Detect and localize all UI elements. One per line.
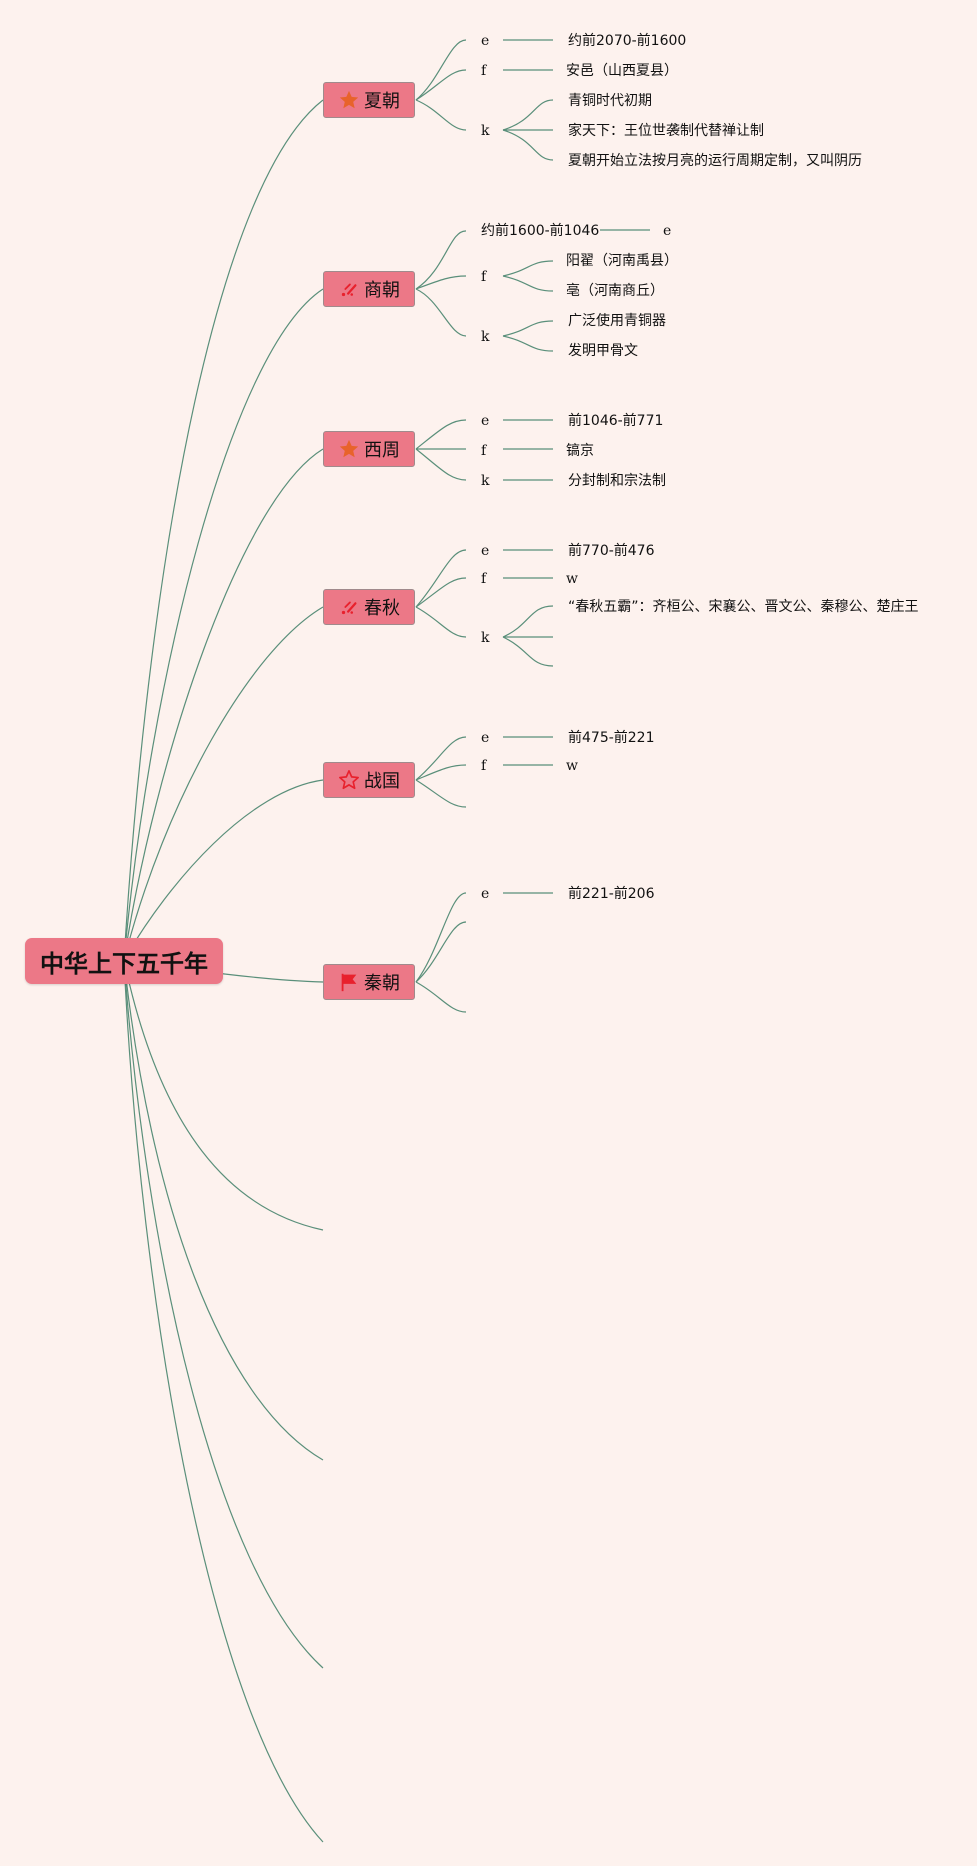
topic-xizhou[interactable]: 西周: [323, 431, 415, 467]
xia-k-value-3[interactable]: 夏朝开始立法按月亮的运行周期定制，又叫阴历: [568, 153, 862, 169]
chunqiu-e-key[interactable]: e: [481, 543, 490, 559]
shang-f-key[interactable]: f: [481, 269, 487, 285]
topic-shang[interactable]: 商朝: [323, 271, 415, 307]
shang-k-value-1[interactable]: 广泛使用青铜器: [568, 313, 666, 329]
flag-icon: [338, 971, 360, 993]
xia-k-key[interactable]: k: [481, 123, 490, 139]
xia-e-key[interactable]: e: [481, 33, 490, 49]
shang-f-value-1[interactable]: 阳翟（河南禹县）: [566, 253, 678, 269]
chunqiu-e-value[interactable]: 前770-前476: [568, 543, 655, 559]
chunqiu-f-value[interactable]: w: [566, 571, 578, 587]
root-topic-label: 中华上下五千年: [40, 949, 208, 978]
qin-e-key[interactable]: e: [481, 886, 490, 902]
xizhou-k-value[interactable]: 分封制和宗法制: [568, 473, 666, 489]
star-outline-icon: [338, 769, 360, 791]
xizhou-e-key[interactable]: e: [481, 413, 490, 429]
chunqiu-k-value[interactable]: “春秋五霸”：齐桓公、宋襄公、晋文公、秦穆公、楚庄王: [568, 599, 919, 615]
topic-shang-label: 商朝: [364, 280, 400, 301]
topic-chunqiu[interactable]: 春秋: [323, 589, 415, 625]
topic-xizhou-label: 西周: [364, 440, 400, 461]
zhanguo-e-key[interactable]: e: [481, 730, 490, 746]
topic-qin-label: 秦朝: [364, 973, 400, 994]
chunqiu-k-key[interactable]: k: [481, 630, 490, 646]
qin-e-value[interactable]: 前221-前206: [568, 886, 655, 902]
topic-chunqiu-label: 春秋: [364, 598, 400, 619]
xia-k-value-1[interactable]: 青铜时代初期: [568, 93, 652, 109]
xizhou-e-value[interactable]: 前1046-前771: [568, 413, 664, 429]
star-solid-icon: [338, 438, 360, 460]
firework-icon: [338, 596, 360, 618]
zhanguo-e-value[interactable]: 前475-前221: [568, 730, 655, 746]
shang-k-key[interactable]: k: [481, 329, 490, 345]
xizhou-k-key[interactable]: k: [481, 473, 490, 489]
root-topic[interactable]: 中华上下五千年: [25, 938, 223, 984]
zhanguo-f-value[interactable]: w: [566, 758, 578, 774]
chunqiu-f-key[interactable]: f: [481, 571, 487, 587]
xizhou-f-key[interactable]: f: [481, 443, 487, 459]
topic-zhanguo-label: 战国: [364, 771, 400, 792]
topic-qin[interactable]: 秦朝: [323, 964, 415, 1000]
xia-k-value-2[interactable]: 家天下：王位世袭制代替禅让制: [568, 123, 764, 139]
zhanguo-f-key[interactable]: f: [481, 758, 487, 774]
xia-f-value[interactable]: 安邑（山西夏县）: [566, 63, 678, 79]
shang-e-key[interactable]: e: [663, 223, 672, 239]
topic-xia-label: 夏朝: [364, 91, 400, 112]
shang-k-value-2[interactable]: 发明甲骨文: [568, 343, 638, 359]
shang-f-value-2[interactable]: 亳（河南商丘）: [566, 283, 664, 299]
topic-zhanguo[interactable]: 战国: [323, 762, 415, 798]
star-solid-icon: [338, 89, 360, 111]
topic-xia[interactable]: 夏朝: [323, 82, 415, 118]
xia-f-key[interactable]: f: [481, 63, 487, 79]
shang-e-value[interactable]: 约前1600-前1046: [481, 223, 600, 239]
xizhou-f-value[interactable]: 镐京: [566, 443, 594, 459]
xia-e-value[interactable]: 约前2070-前1600: [568, 33, 687, 49]
firework-icon: [338, 278, 360, 300]
